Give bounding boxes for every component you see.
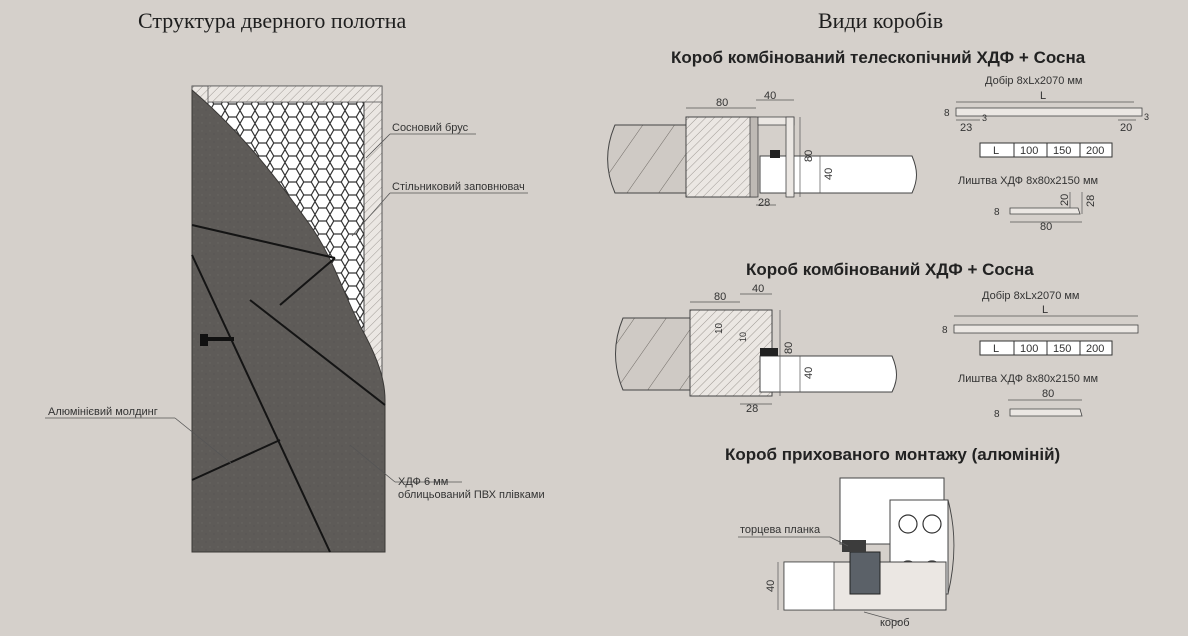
b1-size-3: 200: [1086, 145, 1104, 157]
box2-casing: Лиштва ХДФ 8х80х2150 мм 80 8: [958, 373, 1098, 420]
box1-casing: Лиштва ХДФ 8х80х2150 мм 8 20 28 80: [958, 175, 1098, 233]
b2-dim-h80: 80: [783, 342, 795, 354]
frame-types-title: Види коробів: [818, 8, 944, 33]
label-molding: Алюмінієвий молдинг: [48, 406, 158, 418]
label-end-strip: торцева планка: [740, 524, 821, 536]
box2-section: 80 40 80 40 28 10 10: [615, 283, 897, 415]
box1-size-table: L 100 150 200: [979, 142, 1113, 158]
b2-dim-10b: 10: [738, 332, 748, 342]
b2-dim-80: 80: [714, 291, 726, 303]
b3-dim-40: 40: [765, 580, 777, 592]
b2-ext-8: 8: [942, 325, 948, 336]
b2-cas-80: 80: [1042, 388, 1054, 400]
b2-size-3: 200: [1086, 343, 1104, 355]
label-hdf-1: ХДФ 6 мм: [398, 476, 448, 488]
b2-size-2: 150: [1053, 343, 1071, 355]
b1-cas-8: 8: [994, 207, 1000, 218]
door-handle: [200, 334, 208, 346]
b2-size-0: L: [993, 343, 999, 355]
b1-ext-3b: 3: [1144, 112, 1149, 122]
b2-dim-h40: 40: [803, 367, 815, 379]
box1-section: 80 40 80 40 28: [607, 90, 917, 209]
box1-extension: Добір 8хLх2070 мм L 8 3 3 23 20: [944, 75, 1149, 134]
door-structure-title: Структура дверного полотна: [138, 8, 407, 33]
box2-extension: Добір 8хLх2070 мм L 8: [942, 290, 1139, 336]
box2-title: Короб комбінований ХДФ + Сосна: [746, 260, 1034, 279]
box3-section: торцева планка короб 40: [738, 477, 955, 629]
label-hdf-2: облицьований ПВХ плівками: [398, 489, 545, 501]
b1-cas-28: 28: [1085, 195, 1097, 207]
b1-dim-80: 80: [716, 97, 728, 109]
b1-cas-80: 80: [1040, 221, 1052, 233]
b2-cas-8: 8: [994, 409, 1000, 420]
b1-ext-L: L: [1040, 90, 1046, 102]
b1-dim-h80: 80: [803, 150, 815, 162]
b2-dim-28: 28: [746, 403, 758, 415]
b2-ext-L: L: [1042, 304, 1048, 316]
b1-ext-20: 20: [1120, 122, 1132, 134]
b1-size-2: 150: [1053, 145, 1071, 157]
b2-dim-10: 10: [714, 322, 725, 334]
b1-dim-28: 28: [758, 197, 770, 209]
b1-ext-3a: 3: [982, 113, 987, 123]
b2-ext-title: Добір 8хLх2070 мм: [982, 290, 1080, 302]
b1-size-1: 100: [1020, 145, 1038, 157]
b2-size-1: 100: [1020, 343, 1038, 355]
label-pine: Сосновий брус: [392, 122, 469, 134]
b2-dim-40: 40: [752, 283, 764, 295]
b2-casing-title: Лиштва ХДФ 8х80х2150 мм: [958, 373, 1098, 385]
b1-ext-8: 8: [944, 108, 950, 119]
b1-dim-h40: 40: [823, 168, 835, 180]
door-cutaway: [191, 85, 386, 553]
label-frame: короб: [880, 617, 910, 629]
box2-size-table: L 100 150 200: [979, 340, 1113, 356]
b1-ext-title: Добір 8хLх2070 мм: [985, 75, 1083, 87]
box1-title: Короб комбінований телескопічний ХДФ + С…: [671, 48, 1086, 67]
b1-size-0: L: [993, 145, 999, 157]
b1-casing-title: Лиштва ХДФ 8х80х2150 мм: [958, 175, 1098, 187]
b1-dim-40: 40: [764, 90, 776, 102]
label-honeycomb: Стільниковий заповнювач: [392, 181, 525, 193]
b1-cas-20: 20: [1059, 194, 1071, 206]
box3-title: Короб прихованого монтажу (алюміній): [725, 445, 1061, 464]
hdf-panel: [191, 88, 386, 553]
aluminium-molding: [191, 224, 386, 553]
b1-ext-23: 23: [960, 122, 972, 134]
